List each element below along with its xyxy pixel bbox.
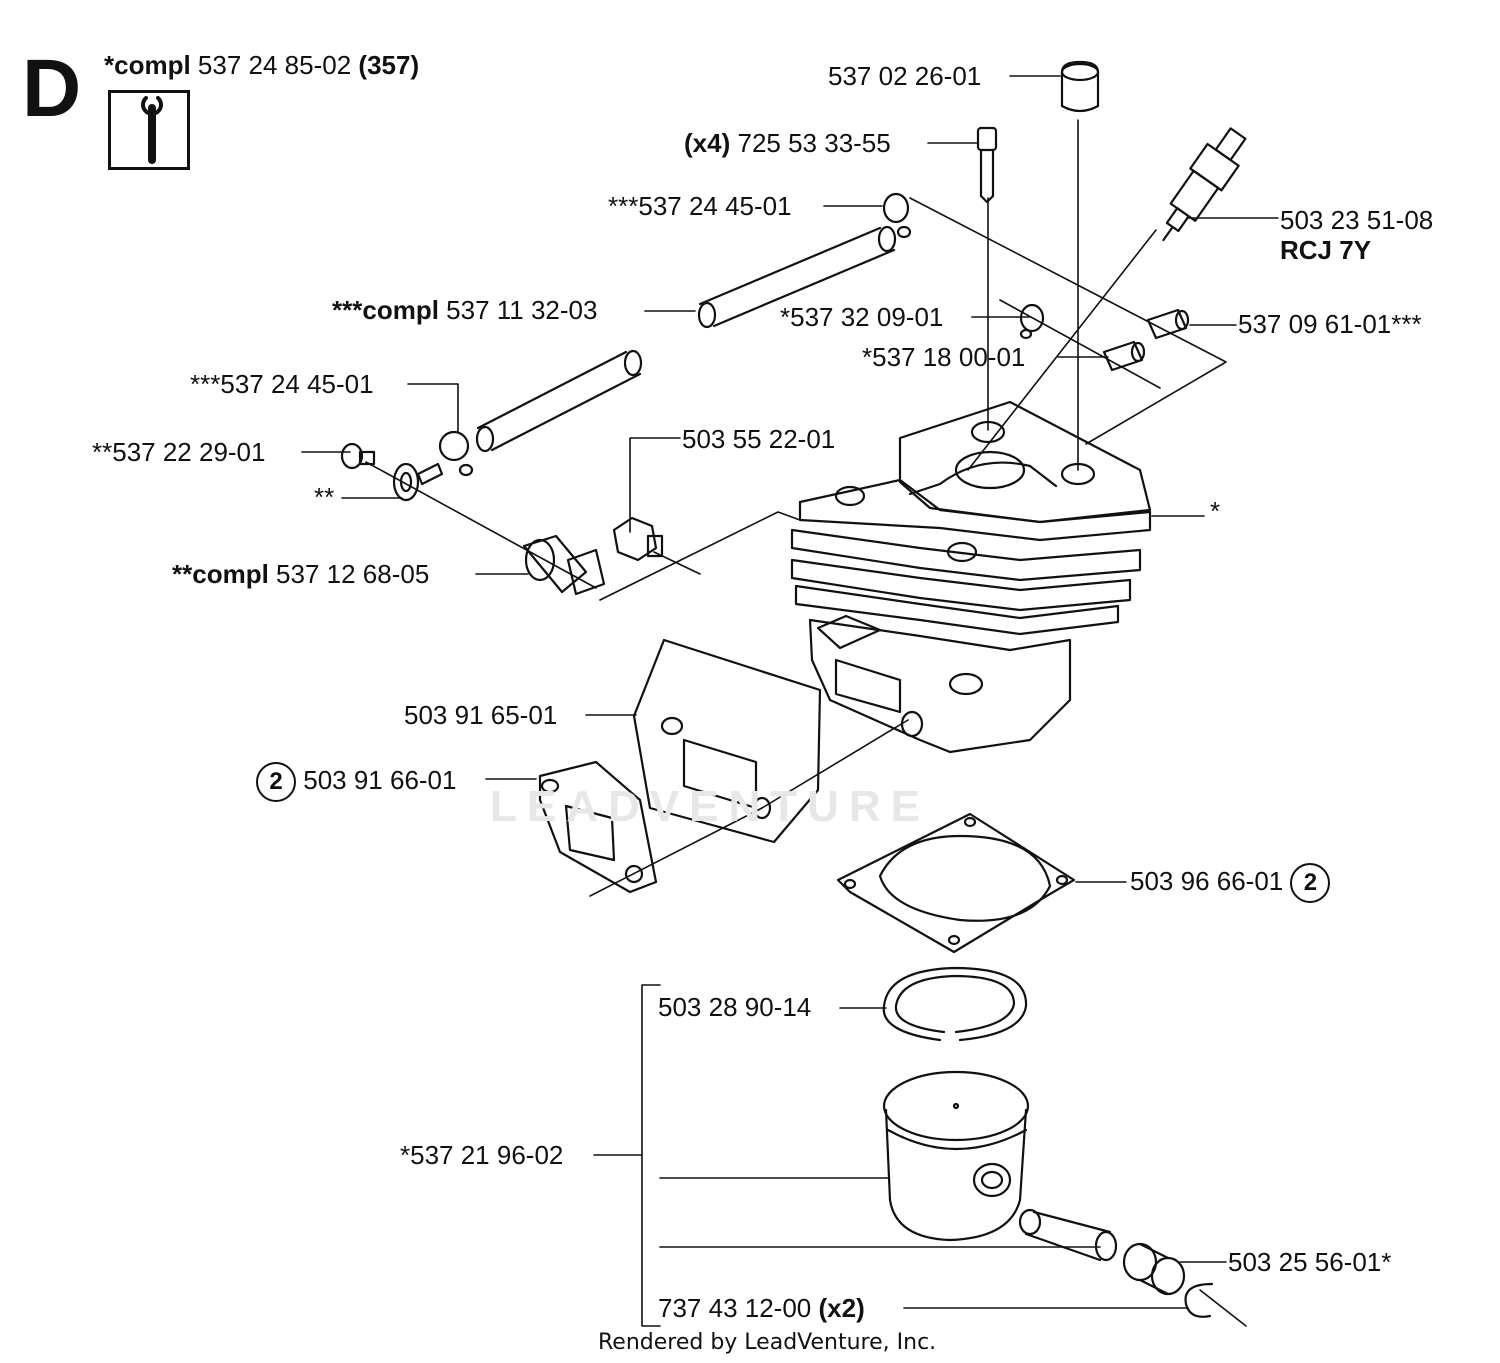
- hose-upper-part: [697, 225, 897, 329]
- label-base-gasket[interactable]: 503 96 66-01 2: [1130, 863, 1331, 903]
- label-needle-bearing[interactable]: 503 25 56-01*: [1228, 1247, 1392, 1277]
- cylinder-part: [790, 400, 1152, 754]
- spark-plug-part: [1162, 127, 1247, 242]
- needle-bearing-part: [1122, 1242, 1186, 1296]
- label-muffler-gasket[interactable]: 2 503 91 66-01: [256, 762, 456, 802]
- spring-clip-top-part: [882, 192, 912, 239]
- label-cap[interactable]: 537 02 26-01: [828, 61, 982, 91]
- tool-box: [108, 90, 190, 170]
- washer-part: [392, 462, 444, 502]
- label-screw[interactable]: (x4) 725 53 33-55: [684, 128, 891, 158]
- label-plug-screw[interactable]: 503 55 22-01: [682, 424, 836, 454]
- label-spring-clip-left[interactable]: ***537 24 45-01: [190, 369, 374, 399]
- header-part: 537 24 85-02: [197, 50, 352, 80]
- piston-ring-part: [882, 966, 1028, 1042]
- clip-part: [1019, 303, 1045, 340]
- base-gasket-part: 503 96 66-01: [1130, 866, 1284, 896]
- label-spark-plug-type: RCJ 7Y: [1280, 235, 1372, 265]
- label-decomp-cap[interactable]: **537 22 29-01: [92, 437, 266, 467]
- label-sleeve-1[interactable]: 537 09 61-01***: [1238, 309, 1422, 339]
- muffler-plate-part: [632, 638, 822, 844]
- base-gasket-part: [836, 812, 1076, 954]
- screw-part: 725 53 33-55: [737, 128, 891, 158]
- circlip-part: [1184, 1282, 1214, 1318]
- piston-part: [882, 1070, 1030, 1242]
- spring-clip-left-part: [438, 430, 474, 477]
- cylinder-cap-part: [1060, 60, 1100, 113]
- hose-part: 537 11 32-03: [446, 295, 598, 325]
- label-hose[interactable]: ***compl 537 11 32-03: [332, 295, 597, 325]
- label-decomp-valve[interactable]: **compl 537 12 68-05: [172, 559, 429, 589]
- hose-lower-part: [475, 349, 643, 453]
- decomp-valve-part: [522, 534, 606, 596]
- piston-pin-part: [1018, 1208, 1118, 1262]
- wrench-icon: [141, 96, 163, 164]
- label-spring-clip-top[interactable]: ***537 24 45-01: [608, 191, 792, 221]
- label-piston-ring[interactable]: 503 28 90-14: [658, 992, 812, 1022]
- sleeve-2-part: [1102, 340, 1146, 372]
- section-letter: D: [22, 43, 82, 134]
- header-label: *compl 537 24 85-02 (357): [104, 50, 419, 80]
- label-cylinder[interactable]: *: [1210, 496, 1221, 526]
- muffler-gasket-part: [538, 760, 658, 894]
- plug-screw-part: [612, 516, 664, 562]
- valve-prefix: **compl: [172, 559, 269, 589]
- label-muffler-plate[interactable]: 503 91 65-01: [404, 700, 558, 730]
- label-sleeve-2[interactable]: *537 18 00-01: [862, 342, 1026, 372]
- header-prefix: *compl: [104, 50, 191, 80]
- base-gasket-qty-badge: 2: [1290, 863, 1331, 903]
- label-washer[interactable]: **: [314, 482, 335, 512]
- leader-lines: [301, 75, 1279, 1327]
- valve-part: 537 12 68-05: [276, 559, 430, 589]
- muffler-gasket-part: 503 91 66-01: [303, 765, 457, 795]
- header-ref: (357): [358, 50, 420, 80]
- label-spark-plug[interactable]: 503 23 51-08: [1280, 205, 1434, 235]
- footer-credit: Rendered by LeadVenture, Inc.: [598, 1330, 937, 1355]
- circlip-part: 737 43 12-00: [658, 1293, 812, 1323]
- screw-qty: (x4): [684, 128, 731, 158]
- label-circlip[interactable]: 737 43 12-00 (x2): [658, 1293, 865, 1323]
- circlip-qty: (x2): [818, 1293, 865, 1323]
- hose-prefix: ***compl: [332, 295, 439, 325]
- sleeve-1-part: [1146, 308, 1190, 340]
- cylinder-screw-part: [976, 126, 998, 204]
- label-piston[interactable]: *537 21 96-02: [400, 1140, 564, 1170]
- decomp-cap-part: [340, 442, 376, 470]
- watermark: LEADVENTURE: [490, 782, 931, 831]
- label-clip[interactable]: *537 32 09-01: [780, 302, 944, 332]
- muffler-gasket-qty-badge: 2: [256, 762, 296, 802]
